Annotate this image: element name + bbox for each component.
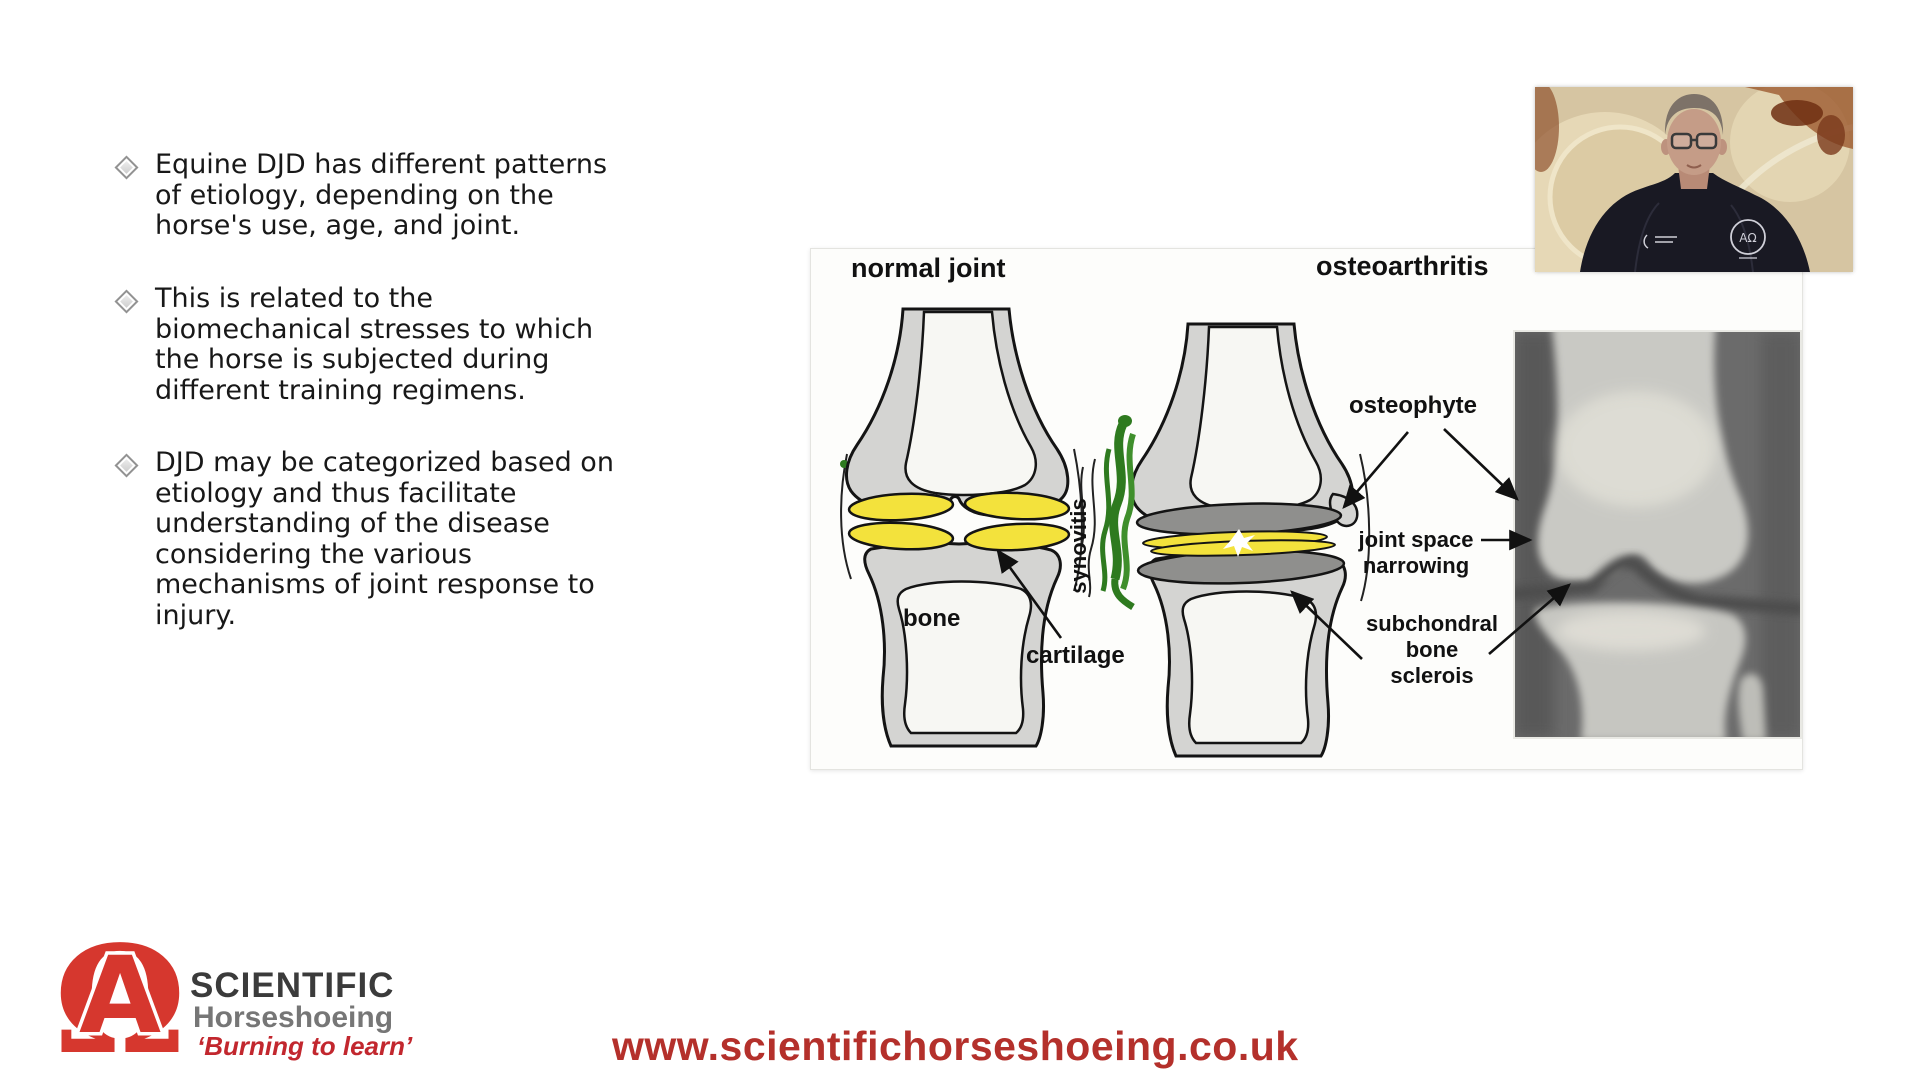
svg-text:A: A <box>79 934 161 1057</box>
bullet-line: This is related to the <box>155 283 433 314</box>
bullet-line: the horse is subjected during <box>155 344 550 375</box>
logo-brand-name: SCIENTIFIC <box>190 966 395 1005</box>
hoodie-text-mark <box>1643 234 1677 249</box>
bullet-line: different training regimens. <box>155 374 526 406</box>
bullet-text: This is related to the biomechanical str… <box>155 283 594 406</box>
subchondral-arrow-right <box>1488 583 1571 655</box>
label-bone: bone <box>903 605 961 632</box>
logo-brand-subname: Horseshoeing <box>193 1001 394 1034</box>
cartilage-arrow <box>996 548 1063 639</box>
presenter-webcam-overlay: ΑΩ <box>1510 82 1854 302</box>
synovitis-highlight <box>1080 415 1136 611</box>
bullet-item: Equine DJD has different patterns of eti… <box>114 149 608 242</box>
bullet-line: etiology and thus facilitate <box>155 477 517 509</box>
hoodie-logo-icon: ΑΩ <box>1730 219 1766 259</box>
bullet-line: DJD may be categorized based on <box>155 447 614 478</box>
bullet-line: of etiology, depending on the <box>155 179 554 211</box>
bullet-line: biomechanical stresses to which <box>155 313 594 345</box>
figure-title-normal-joint: normal joint <box>851 253 1006 283</box>
svg-text:ΑΩ: ΑΩ <box>1739 231 1756 245</box>
label-subchondral-bone-sclerosis: subchondral bone sclerois <box>1351 611 1513 689</box>
thinned-cartilage <box>1142 529 1336 557</box>
label-line: bone <box>1405 637 1459 662</box>
osteoarthritis-joint-drawing <box>1080 322 1371 758</box>
subchondral-arrow-left <box>1290 590 1363 660</box>
bullet-item: DJD may be categorized based on etiology… <box>114 447 614 631</box>
bullet-line: considering the various <box>155 538 472 570</box>
svg-text:Ω: Ω <box>54 916 186 1066</box>
bullet-line: Equine DJD has different patterns <box>155 149 608 180</box>
diamond-bullet-icon <box>114 155 139 180</box>
label-line: narrowing <box>1362 553 1470 578</box>
label-line: joint space <box>1358 527 1474 552</box>
bullet-line: horse's use, age, and joint. <box>155 210 521 241</box>
joint-diagram-artwork <box>840 307 1802 758</box>
alpha-omega-logo-icon: Ω A <box>54 916 186 1066</box>
bullet-text: DJD may be categorized based on etiology… <box>155 447 614 631</box>
osteophyte-arrow-left <box>1342 431 1409 509</box>
website-url: www.scientifichorseshoeing.co.uk <box>612 1023 1299 1069</box>
diamond-bullet-icon <box>114 453 139 478</box>
label-joint-space-narrowing: joint space narrowing <box>1351 527 1481 579</box>
knee-xray-image <box>1514 331 1801 738</box>
glasses-icon <box>1670 132 1718 150</box>
bullet-text: Equine DJD has different patterns of eti… <box>155 149 608 242</box>
label-line: subchondral <box>1365 611 1498 636</box>
osteophyte-arrow-right <box>1443 428 1519 501</box>
joint-comparison-figure: normal joint osteoarthritis synovitis bo… <box>810 248 1803 770</box>
label-line: sclerois <box>1390 663 1474 688</box>
presenter-figure: ΑΩ <box>1580 94 1810 273</box>
figure-title-osteoarthritis: osteoarthritis <box>1316 251 1489 281</box>
bullet-line: understanding of the disease <box>155 508 550 539</box>
bullet-line: mechanisms of joint response to <box>155 569 595 600</box>
label-cartilage: cartilage <box>1026 642 1125 669</box>
annotation-arrows <box>996 428 1571 660</box>
label-osteophyte: osteophyte <box>1349 392 1478 419</box>
bullet-item: This is related to the biomechanical str… <box>114 283 594 406</box>
bullet-line: injury. <box>155 599 237 631</box>
diamond-bullet-icon <box>114 289 139 314</box>
logo-tagline: ‘Burning to learn’ <box>197 1031 413 1061</box>
normal-joint-drawing <box>840 307 1083 748</box>
label-synovitis: synovitis <box>1066 498 1091 594</box>
presenter-illustration: ΑΩ <box>1510 82 1854 302</box>
